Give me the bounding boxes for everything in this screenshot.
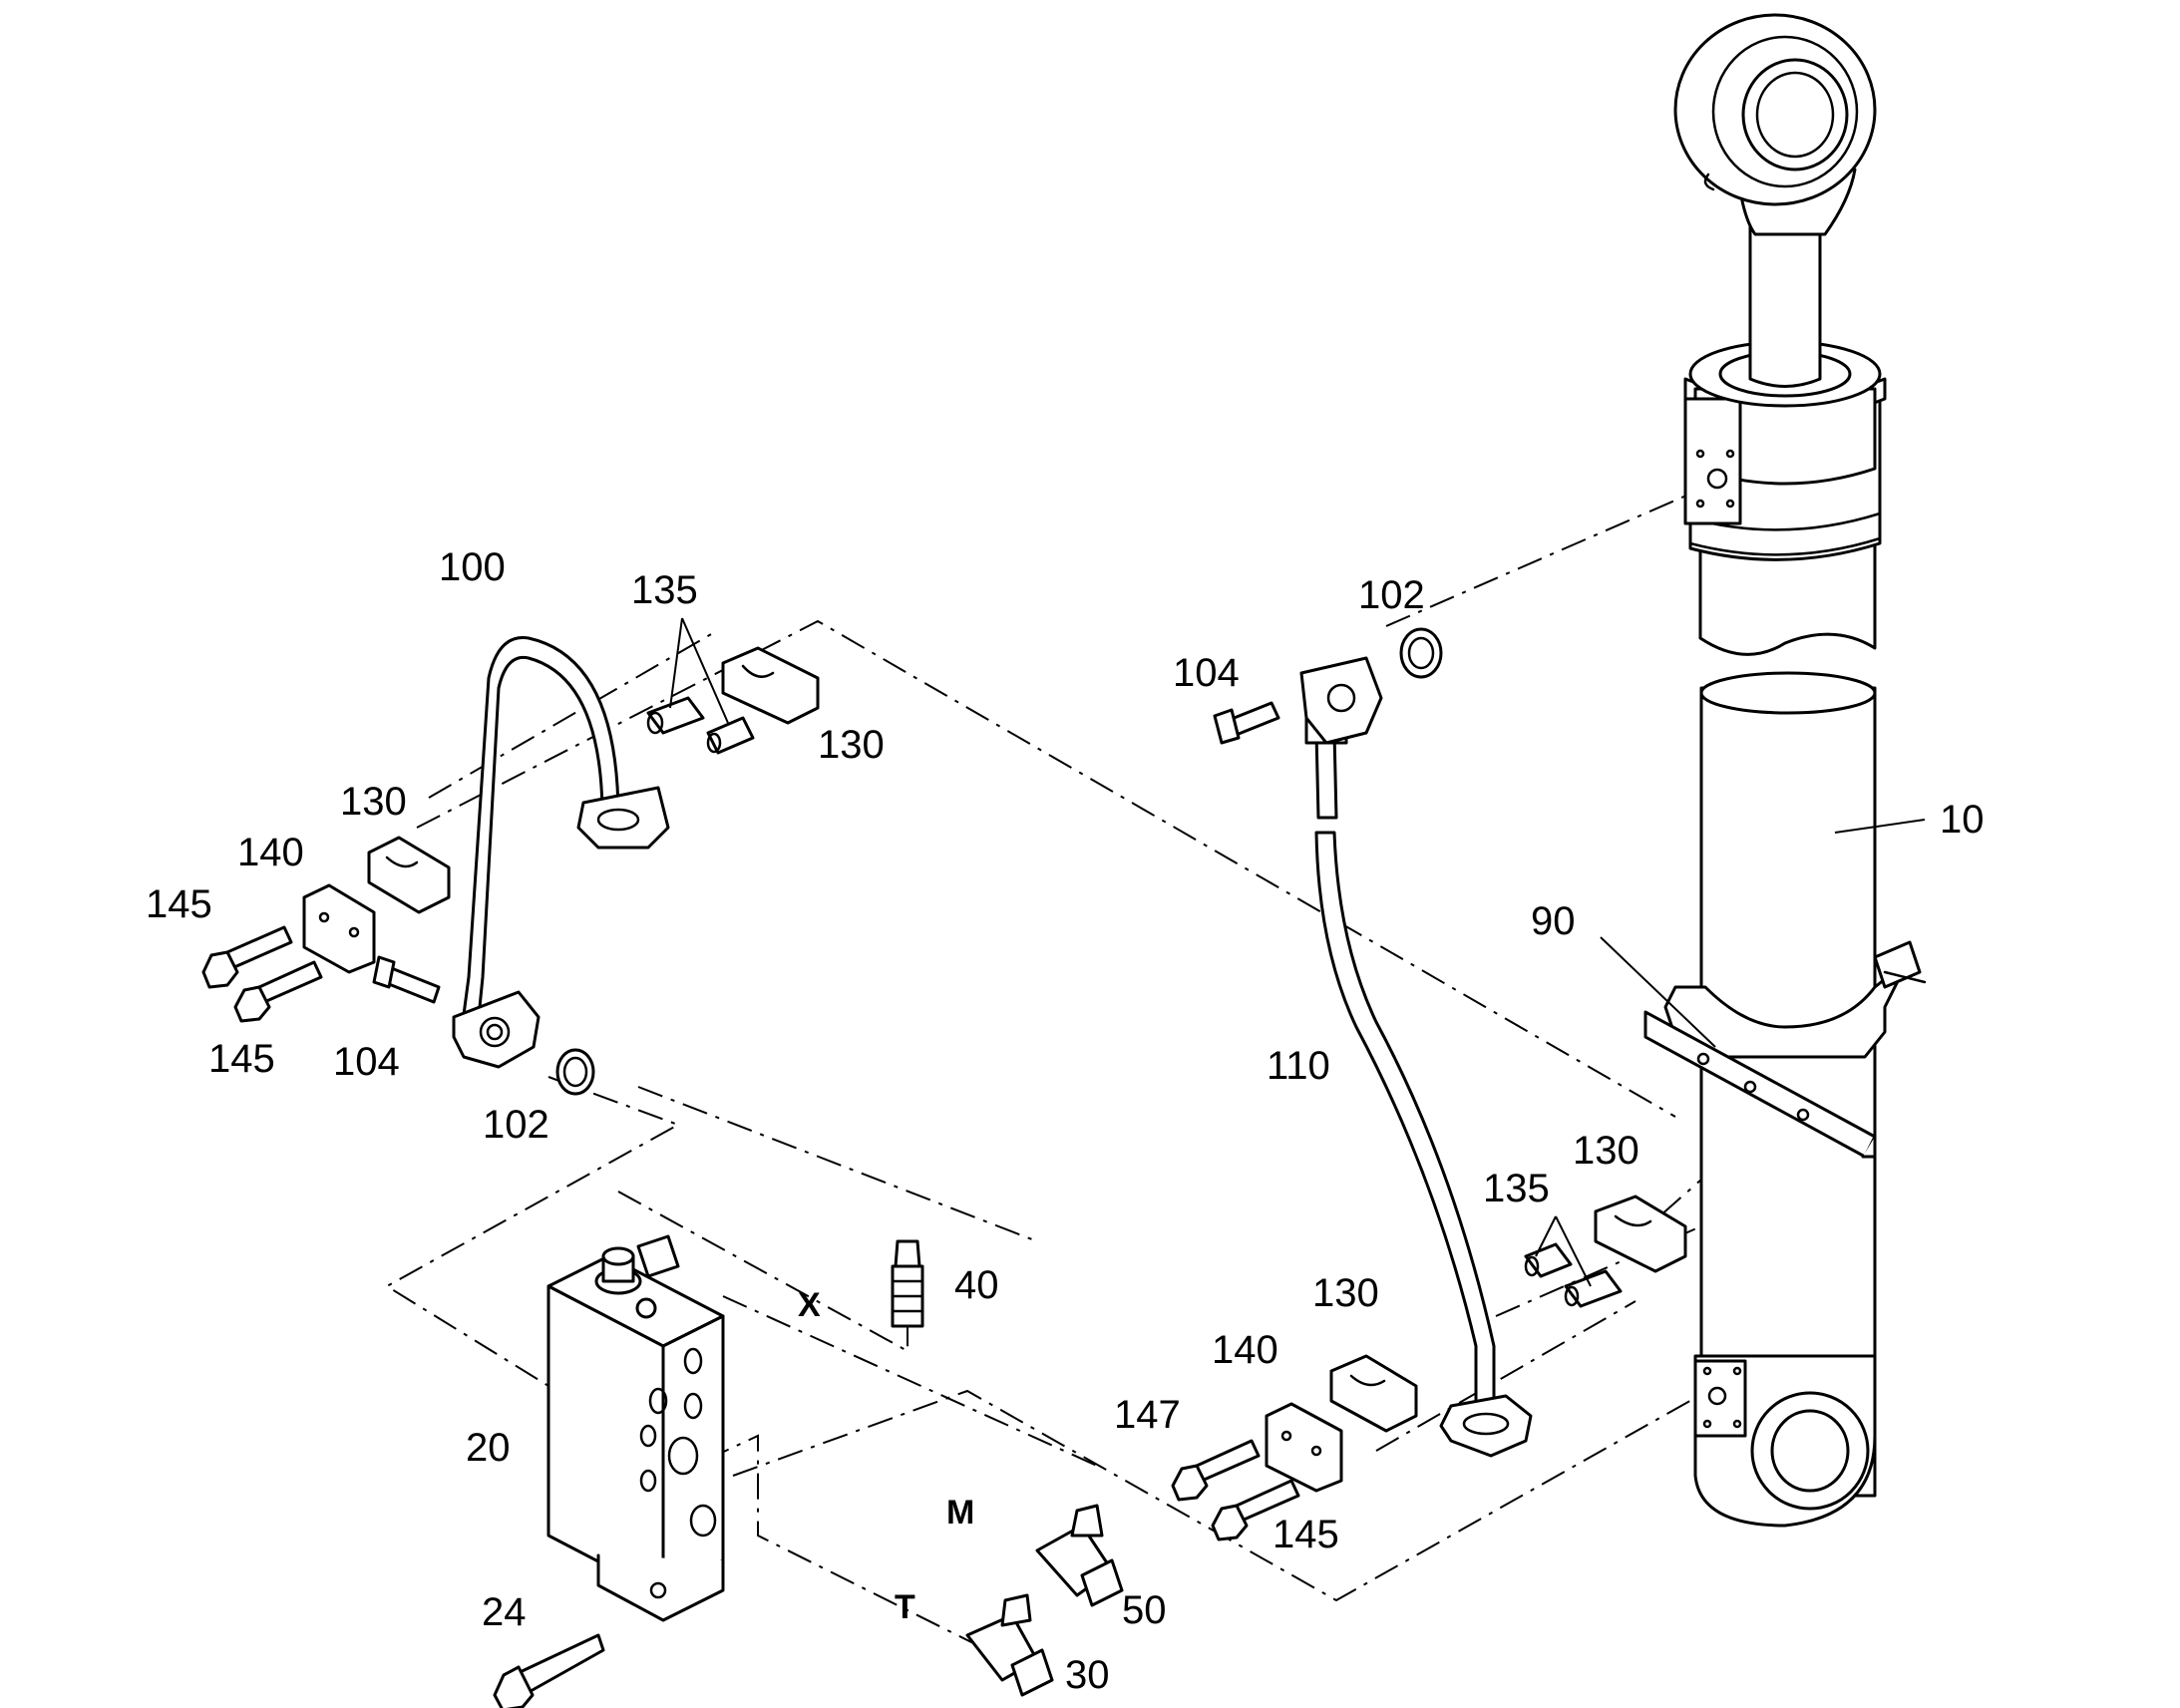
callout-40: 40 [954,1263,999,1307]
callout-104: 104 [333,1040,400,1084]
bolt-24 [493,1633,605,1708]
callout-130: 130 [1573,1129,1639,1173]
hydraulic-cylinder [1673,13,1887,1528]
callout-140: 140 [1212,1328,1278,1372]
callout-130: 130 [818,723,885,767]
fitting-50 [1035,1504,1124,1607]
pipe-110 [1299,656,1533,1458]
callout-135: 135 [631,568,698,612]
callout-labels: 10 20 24 30 40 50 90 100 102 102 104 104… [146,545,1985,1697]
callout-90: 90 [1531,899,1576,943]
port-labels: X M T [798,1286,974,1626]
callout-130: 130 [1312,1271,1379,1315]
pipe-100 [452,636,670,1069]
callout-100: 100 [439,545,506,589]
valve-block-20 [546,1234,725,1622]
callout-135: 135 [1483,1167,1550,1210]
callout-130: 130 [340,780,407,824]
callout-10: 10 [1940,798,1985,842]
clamp-bracket [1643,940,1927,1159]
callout-20: 20 [466,1426,511,1470]
fitting-40 [891,1239,924,1328]
top-right-seal-set [1213,627,1443,745]
callout-147: 147 [1114,1393,1181,1437]
callout-104: 104 [1173,651,1240,695]
callout-145: 145 [146,882,212,926]
leader-lines [669,617,1926,1287]
callout-102: 102 [483,1103,549,1147]
right-clamp-set [1171,1195,1687,1541]
left-clamp-set [201,646,820,1096]
callout-145: 145 [208,1037,275,1081]
port-label-t: T [895,1588,915,1626]
callout-145: 145 [1272,1513,1339,1556]
fitting-30 [965,1593,1054,1697]
callout-24: 24 [482,1590,527,1634]
callout-140: 140 [237,831,304,874]
callout-50: 50 [1122,1588,1167,1632]
callout-110: 110 [1267,1044,1330,1088]
port-label-m: M [946,1494,974,1532]
assembly-lines [385,478,1816,1656]
port-label-x: X [798,1286,821,1324]
callout-102: 102 [1358,573,1425,617]
callout-30: 30 [1065,1653,1110,1697]
